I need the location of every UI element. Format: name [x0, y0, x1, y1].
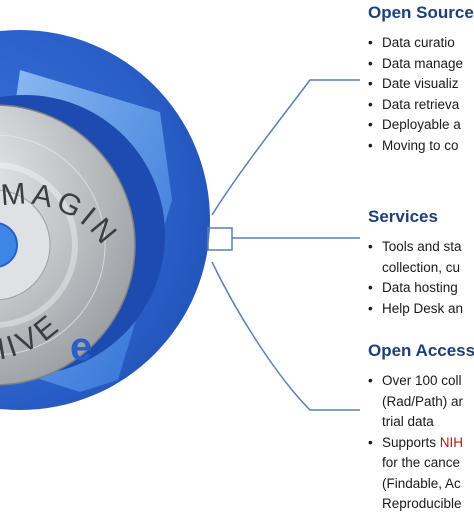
- list-item: Deployable a: [368, 115, 463, 136]
- list-item: Date visualiz: [368, 74, 463, 95]
- list-item: Over 100 coll (Rad/Path) ar trial data: [368, 371, 463, 433]
- connector-box: [207, 227, 233, 251]
- list-item: Tools and sta collection, cu: [368, 237, 463, 278]
- imaging-archive-logo-graphic: IMAGING CHIVE e: [0, 0, 360, 411]
- section-title-services: Services: [368, 207, 438, 226]
- open-access-list: Over 100 coll (Rad/Path) ar trial data S…: [368, 371, 463, 515]
- silver-disc: [0, 104, 136, 386]
- disc-groove: [0, 134, 106, 356]
- list-item: Data retrieva: [368, 95, 463, 116]
- open-source-list: Data curatio Data manage Date visualiz D…: [368, 33, 463, 156]
- section-title-open-source: Open Source: [368, 3, 474, 22]
- list-item: Help Desk an: [368, 299, 463, 320]
- nih-highlight: NIH: [439, 434, 464, 450]
- list-item: Data curatio: [368, 33, 463, 54]
- logo-letter-fragment: e: [70, 325, 92, 369]
- disc-groove: [0, 162, 78, 328]
- disc-hub: [0, 189, 51, 301]
- connector-line-top: [211, 79, 360, 216]
- section-title-open-access: Open Access: [368, 341, 474, 360]
- list-item: Data hosting: [368, 278, 463, 299]
- disc-center-hole: [0, 222, 18, 268]
- list-item: Data manage: [368, 54, 463, 75]
- list-item: Moving to co: [368, 136, 463, 157]
- connector-line-bottom: [211, 261, 360, 411]
- services-list: Tools and sta collection, cu Data hostin…: [368, 237, 463, 319]
